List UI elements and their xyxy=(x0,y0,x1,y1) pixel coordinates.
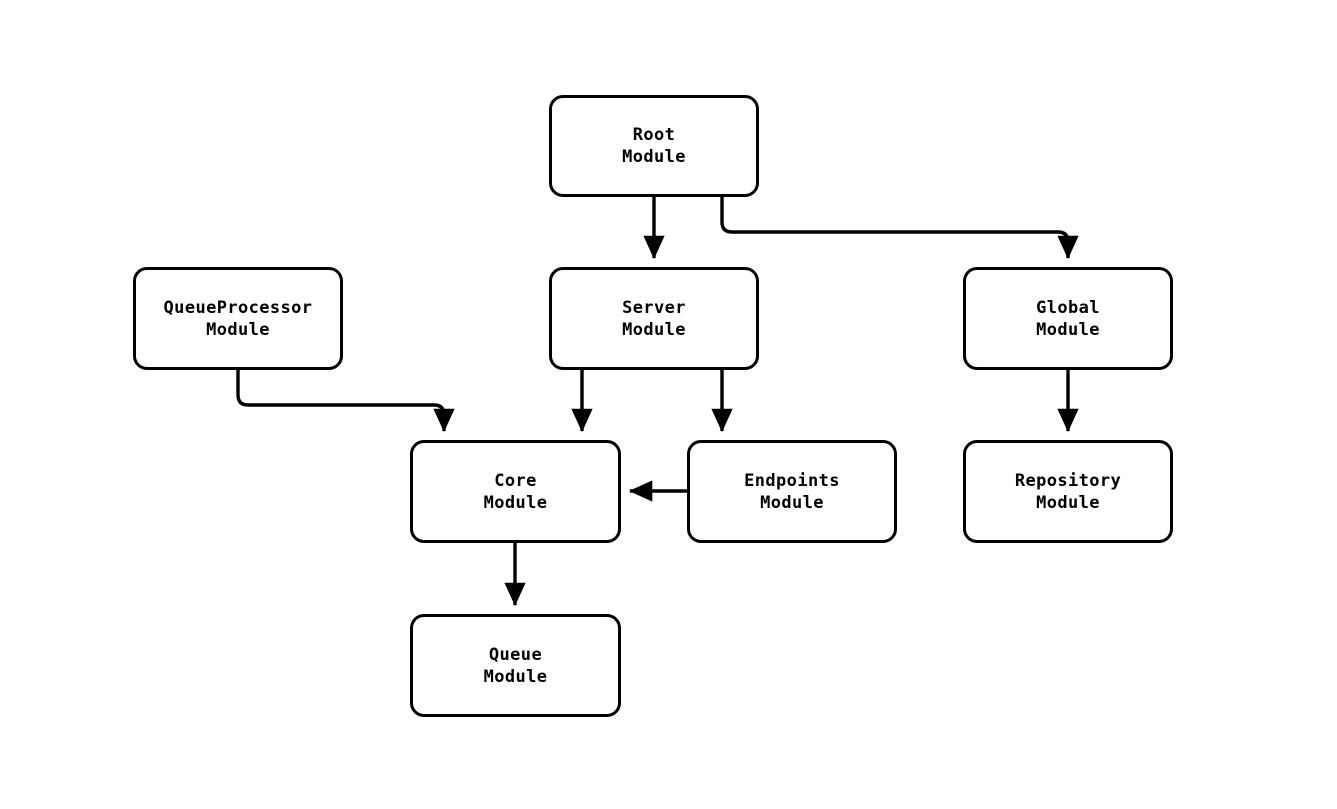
node-label-primary: QueueProcessor xyxy=(163,297,313,318)
edge-group xyxy=(236,197,1079,607)
node-label-secondary: Module xyxy=(483,492,548,513)
edge-queueprocessor-to-core xyxy=(236,370,455,433)
node-label-secondary: Module xyxy=(483,666,548,687)
node-label-secondary: Module xyxy=(1036,492,1100,513)
node-label-secondary: Module xyxy=(622,147,686,167)
node-label-secondary: Module xyxy=(1036,319,1100,340)
node-label-secondary: Module xyxy=(206,319,270,340)
node-label-primary: Root xyxy=(632,125,676,145)
node-label-primary: Repository xyxy=(1014,470,1122,491)
node-label-primary: Endpoints xyxy=(744,470,840,491)
node-label-secondary: Module xyxy=(622,319,686,340)
edge-root-to-global xyxy=(720,197,1079,260)
node-label-primary: Core xyxy=(494,470,537,491)
node-label-primary: Queue xyxy=(488,644,543,665)
node-label-secondary: Module xyxy=(760,492,824,513)
node-label-primary: Server xyxy=(622,297,686,318)
node-label-primary: Global xyxy=(1036,297,1100,318)
